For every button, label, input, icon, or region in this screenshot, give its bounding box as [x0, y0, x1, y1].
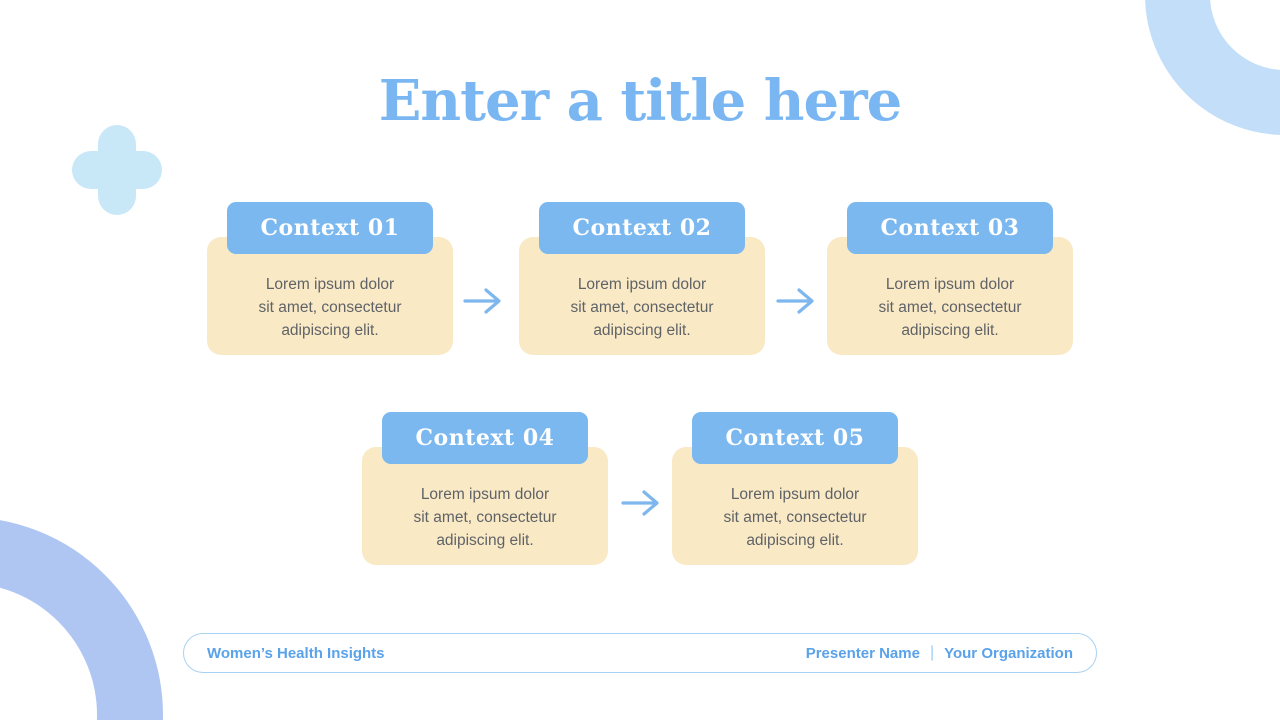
card-body-text[interactable]: Lorem ipsum dolor sit amet, consectetur … — [362, 447, 608, 565]
plus-icon — [72, 125, 162, 215]
card-body-text[interactable]: Lorem ipsum dolor sit amet, consectetur … — [207, 237, 453, 355]
right-arrow-icon — [774, 285, 818, 317]
card-body-text[interactable]: Lorem ipsum dolor sit amet, consectetur … — [827, 237, 1073, 355]
card-header-label[interactable]: Context 02 — [539, 202, 745, 254]
body-line: adipiscing elit. — [746, 531, 844, 549]
context-card-4: Lorem ipsum dolor sit amet, consectetur … — [362, 412, 608, 565]
body-line: sit amet, consectetur — [878, 298, 1022, 316]
slide-title[interactable]: Enter a title here — [378, 68, 903, 134]
body-line: sit amet, consectetur — [258, 298, 402, 316]
footer-presenter-name[interactable]: Presenter Name — [805, 644, 920, 662]
footer-organization[interactable]: Your Organization — [944, 644, 1073, 662]
card-header-label[interactable]: Context 04 — [382, 412, 588, 464]
body-line: adipiscing elit. — [281, 321, 379, 339]
plus-icon-vertical-bar — [98, 125, 136, 215]
body-line: Lorem ipsum dolor — [420, 485, 550, 503]
card-header-label[interactable]: Context 01 — [227, 202, 433, 254]
right-arrow-icon — [461, 285, 505, 317]
body-line: Lorem ipsum dolor — [265, 275, 395, 293]
body-line: Lorem ipsum dolor — [885, 275, 1015, 293]
context-card-2: Lorem ipsum dolor sit amet, consectetur … — [519, 202, 765, 355]
context-card-1: Lorem ipsum dolor sit amet, consectetur … — [207, 202, 453, 355]
footer-project-name[interactable]: Women’s Health Insights — [207, 644, 385, 662]
context-card-3: Lorem ipsum dolor sit amet, consectetur … — [827, 202, 1073, 355]
card-header-label[interactable]: Context 03 — [847, 202, 1053, 254]
card-body-text[interactable]: Lorem ipsum dolor sit amet, consectetur … — [672, 447, 918, 565]
context-card-5: Lorem ipsum dolor sit amet, consectetur … — [672, 412, 918, 565]
body-line: adipiscing elit. — [593, 321, 691, 339]
decoration-ring-bottom-left — [0, 517, 163, 720]
card-header-label[interactable]: Context 05 — [692, 412, 898, 464]
body-line: sit amet, consectetur — [570, 298, 714, 316]
right-arrow-icon — [619, 487, 663, 519]
footer-bar: Women’s Health Insights Presenter Name |… — [183, 633, 1097, 673]
card-body-text[interactable]: Lorem ipsum dolor sit amet, consectetur … — [519, 237, 765, 355]
body-line: adipiscing elit. — [901, 321, 999, 339]
body-line: sit amet, consectetur — [723, 508, 867, 526]
body-line: adipiscing elit. — [436, 531, 534, 549]
body-line: Lorem ipsum dolor — [577, 275, 707, 293]
footer-divider: | — [929, 644, 935, 661]
body-line: sit amet, consectetur — [413, 508, 557, 526]
body-line: Lorem ipsum dolor — [730, 485, 860, 503]
